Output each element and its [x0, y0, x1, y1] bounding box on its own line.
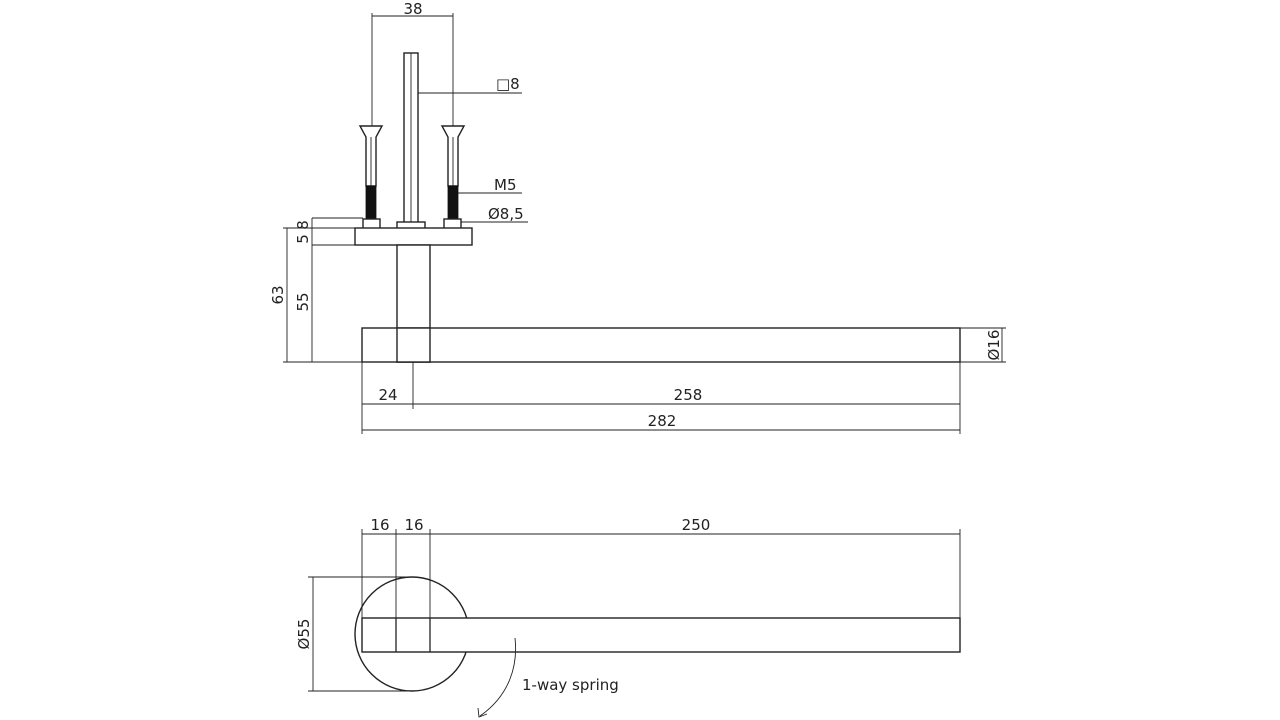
dimension-63: 63 [269, 227, 362, 363]
side-view: 38 □8 M5 Ø8,5 8 5 [269, 0, 1006, 434]
dim-250-label: 250 [682, 516, 711, 534]
top-lever-bar [361, 617, 961, 653]
leader-dia-8-5: Ø8,5 [461, 205, 528, 223]
dim-dia55-label: Ø55 [295, 619, 313, 650]
dimension-dia-55: Ø55 [295, 576, 412, 692]
top-view: 16 16 250 Ø55 1-way spring [295, 516, 961, 718]
dimension-dia-16: Ø16 [960, 327, 1006, 363]
dim-16a-label: 16 [370, 516, 389, 534]
dim-282-label: 282 [648, 412, 677, 430]
leader-square-8: □8 [418, 75, 522, 94]
dim-63-label: 63 [269, 285, 287, 304]
neck-front [396, 327, 431, 363]
dim-258-label: 258 [674, 386, 703, 404]
dimension-horizontal: 24 258 282 [361, 362, 961, 434]
dimension-55: 55 [294, 292, 312, 311]
dim-dia8-5-label: Ø8,5 [488, 205, 524, 223]
dimension-16-16-250: 16 16 250 [361, 516, 961, 618]
spring-arrow-icon [477, 637, 517, 718]
dim-55-label: 55 [294, 292, 312, 311]
rose-base-plate [354, 227, 473, 246]
left-screw [358, 125, 384, 221]
dimension-38: 38 [371, 0, 454, 126]
dim-5-label: 5 [294, 234, 312, 244]
dim-38-label: 38 [403, 0, 422, 18]
right-screw [440, 125, 466, 221]
dim-dia16-label: Ø16 [985, 330, 1003, 361]
leader-m5: M5 [458, 176, 522, 194]
dim-8-label: 8 [294, 220, 312, 230]
dimension-8-5: 8 5 [294, 217, 363, 362]
dim-16b-label: 16 [404, 516, 423, 534]
spring-label: 1-way spring [522, 676, 619, 694]
dim-24-label: 24 [378, 386, 397, 404]
dim-m5-label: M5 [494, 176, 517, 194]
dim-square8-label: □8 [496, 75, 520, 93]
lever-bar [361, 327, 961, 363]
